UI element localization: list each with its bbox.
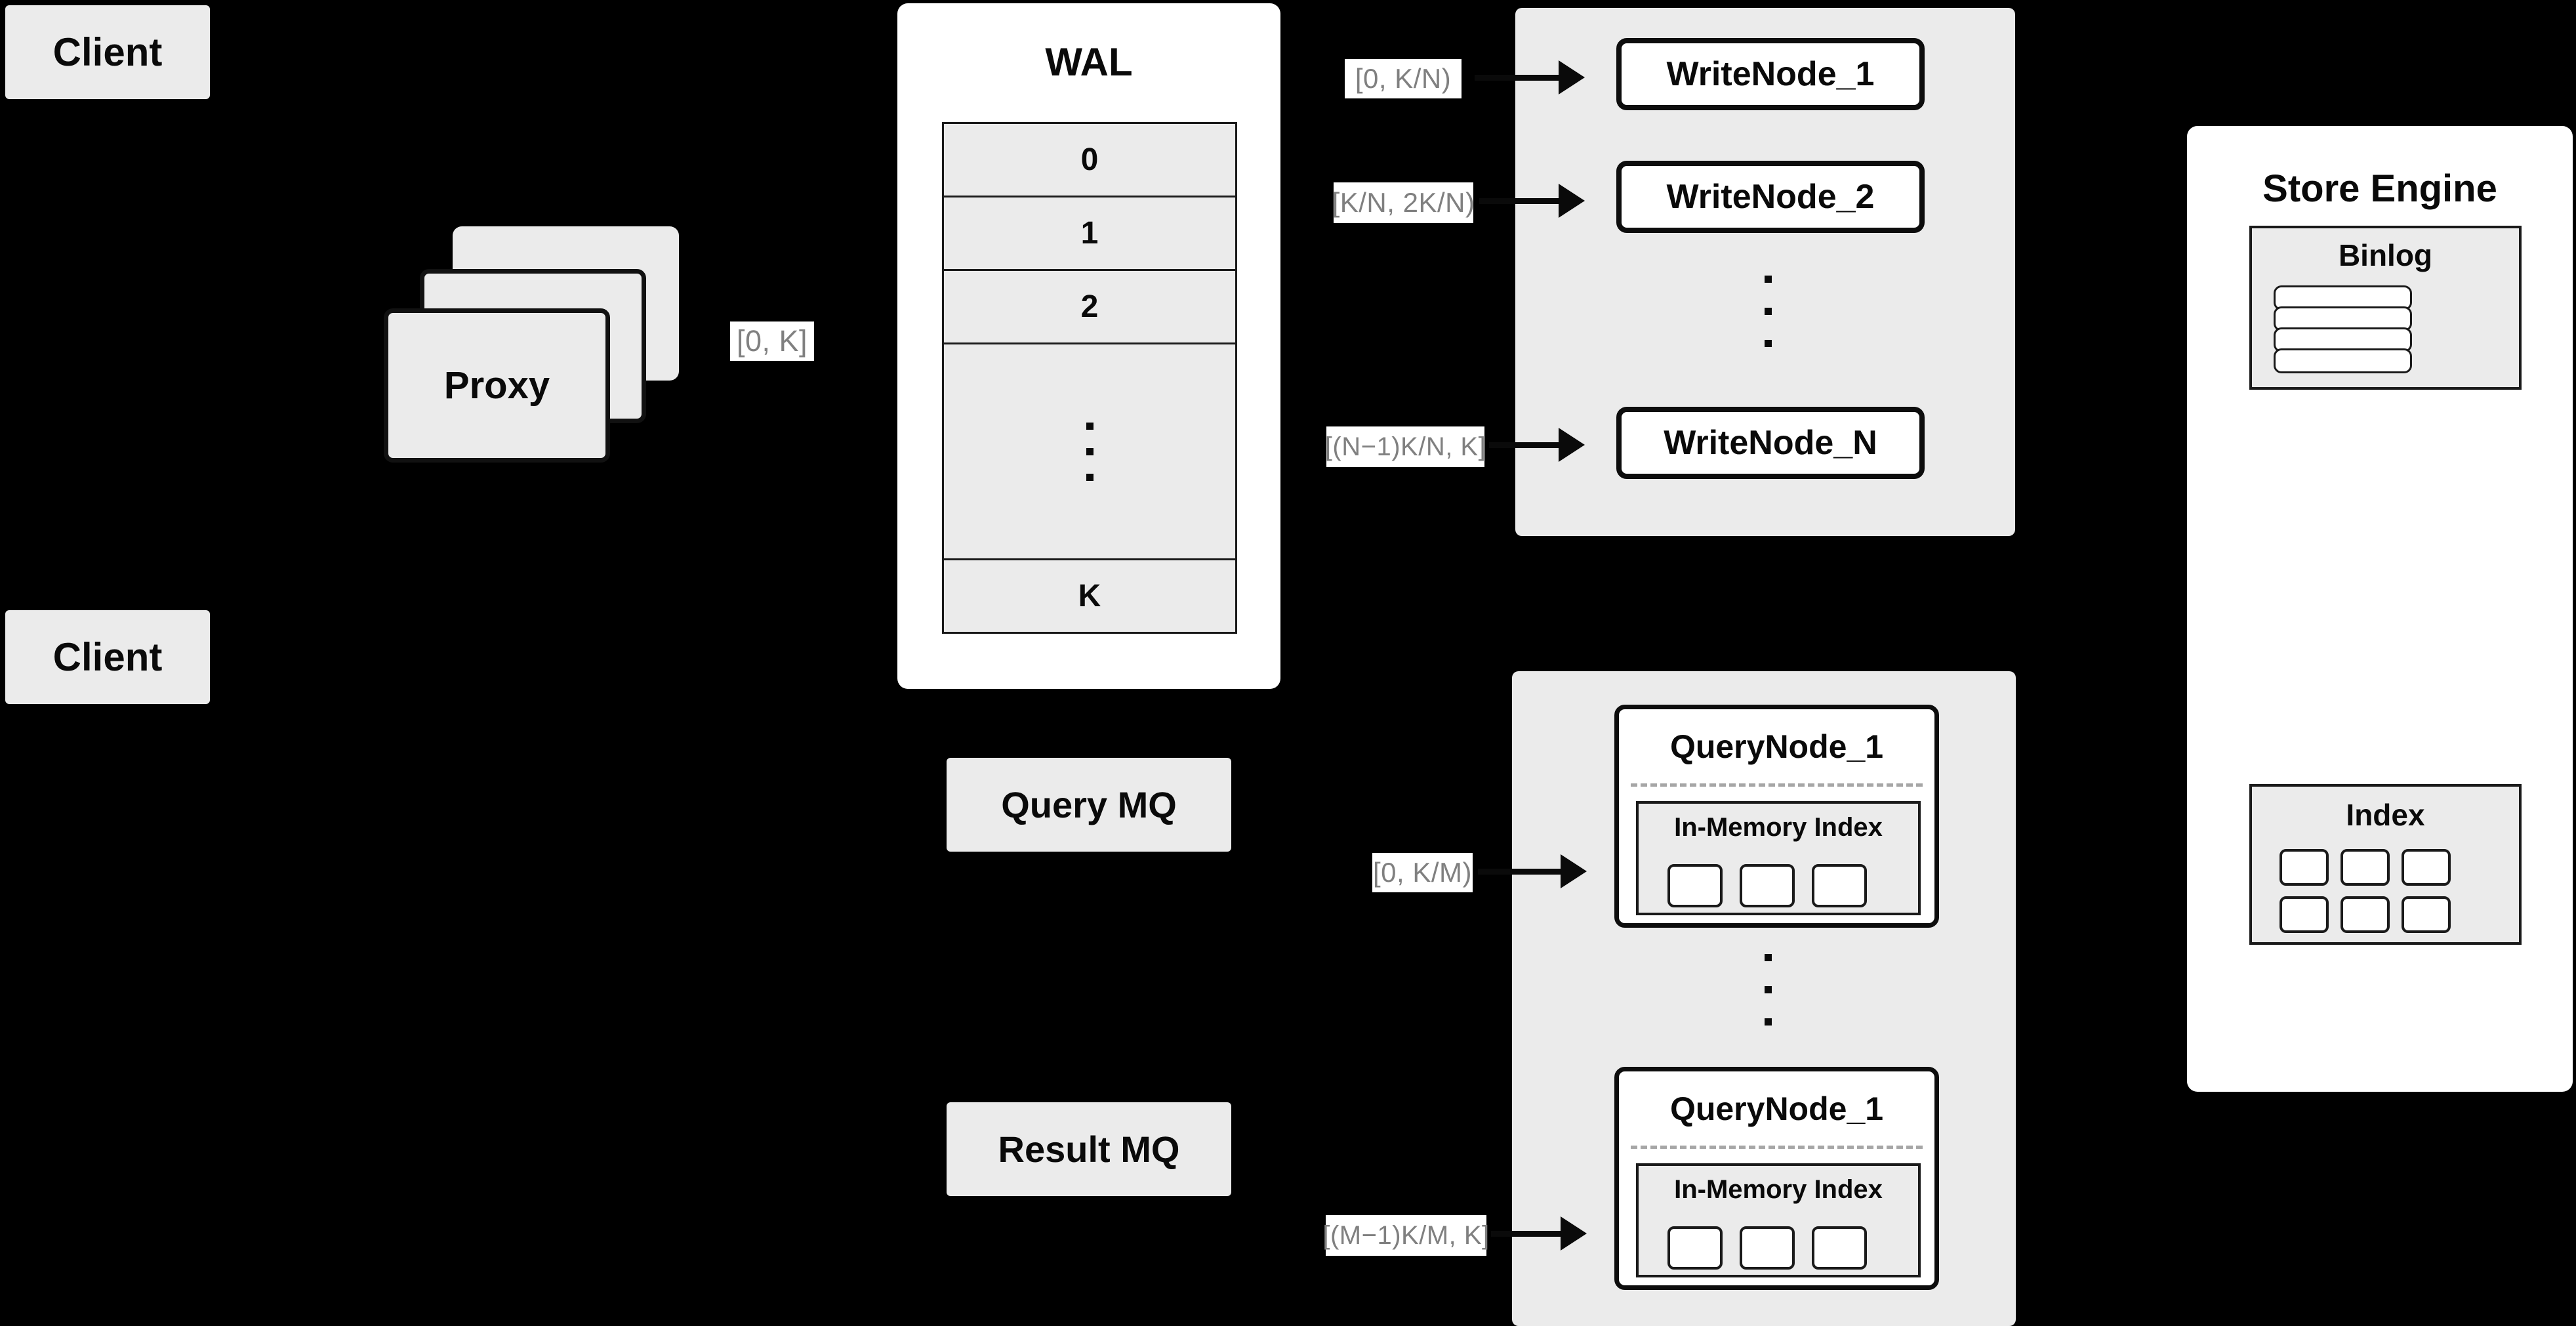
- query-node-ellipsis: [1765, 954, 1772, 1026]
- write-node-n-arrow-line: [1489, 442, 1561, 448]
- index-cell: [2402, 849, 2451, 886]
- index-cell: [2280, 896, 2329, 933]
- ellipsis-dot: [1086, 473, 1094, 481]
- write-node-2-arrow-head: [1559, 184, 1585, 218]
- query-node-1-arrow-head: [1561, 854, 1587, 888]
- query-node-m-arrow-head: [1561, 1216, 1587, 1251]
- binlog-title: Binlog: [2338, 238, 2433, 272]
- in-memory-index-title: In-Memory Index: [1674, 813, 1883, 842]
- ellipsis-dot: [1765, 954, 1772, 961]
- index-cell: [1740, 864, 1795, 907]
- result-mq-box[interactable]: Result MQ: [947, 1102, 1231, 1196]
- write-node-2[interactable]: WriteNode_2: [1616, 161, 1925, 233]
- write-node-1-arrow-head: [1559, 60, 1585, 94]
- index-cell: [2341, 849, 2390, 886]
- client-box-2[interactable]: Client: [5, 610, 210, 704]
- client-label-2: Client: [52, 635, 163, 679]
- query-mq-label: Query MQ: [1001, 784, 1177, 825]
- ellipsis-dot: [1086, 422, 1094, 430]
- index-cell: [1812, 864, 1867, 907]
- index-cell: [1740, 1226, 1795, 1270]
- wal-ellipsis-row: [944, 344, 1235, 560]
- binlog-panel: Binlog: [2249, 226, 2522, 390]
- proxy-card-front[interactable]: Proxy: [384, 308, 610, 463]
- write-node-n[interactable]: WriteNode_N: [1616, 407, 1925, 479]
- ellipsis-dot: [1086, 447, 1094, 455]
- query-node-1-arrow-line: [1478, 869, 1563, 875]
- wal-title: WAL: [1045, 40, 1133, 84]
- write-node-n-arrow-head: [1559, 428, 1585, 462]
- wal-row: 2: [944, 271, 1235, 345]
- index-cell: [2280, 849, 2329, 886]
- query-node-1-title: QueryNode_1: [1669, 728, 1884, 765]
- ellipsis-dot: [1765, 340, 1772, 347]
- binlog-row: [2274, 348, 2412, 373]
- wal-row-last: K: [1078, 578, 1101, 613]
- index-panel: Index: [2249, 784, 2522, 945]
- ellipsis-dot: [1765, 276, 1772, 283]
- index-cell: [2402, 896, 2451, 933]
- index-title: Index: [2346, 798, 2425, 832]
- client-label-1: Client: [52, 30, 163, 74]
- index-cell: [1667, 864, 1723, 907]
- query-node-m-divider: [1631, 1146, 1923, 1149]
- store-engine-title: Store Engine: [2262, 167, 2497, 210]
- query-node-1-memory-index: In-Memory Index: [1636, 801, 1921, 915]
- query-node-m[interactable]: QueryNode_1 In-Memory Index: [1614, 1067, 1939, 1290]
- proxy-label: Proxy: [443, 364, 550, 407]
- proxy-interval-label: [0, K]: [736, 324, 808, 358]
- wal-row: 1: [944, 197, 1235, 272]
- query-node-1-interval-tag: [0, K/M): [1372, 853, 1473, 892]
- query-node-1-divider: [1631, 783, 1923, 787]
- query-node-m-title: QueryNode_1: [1669, 1090, 1884, 1127]
- query-mq-box[interactable]: Query MQ: [947, 758, 1231, 852]
- wal-panel: WAL 0 1 2 K: [897, 3, 1280, 689]
- index-cell: [2341, 896, 2390, 933]
- ellipsis-dot: [1765, 986, 1772, 993]
- write-node-2-interval-tag: [K/N, 2K/N): [1332, 182, 1475, 223]
- ellipsis-dot: [1765, 1018, 1772, 1026]
- write-node-1-interval-tag: [0, K/N): [1345, 59, 1462, 98]
- result-mq-label: Result MQ: [998, 1129, 1180, 1170]
- query-node-m-arrow-line: [1491, 1231, 1563, 1237]
- wal-row: 0: [944, 124, 1235, 198]
- query-node-1[interactable]: QueryNode_1 In-Memory Index: [1614, 705, 1939, 928]
- store-engine-panel: Store Engine Binlog Index: [2187, 126, 2573, 1092]
- write-node-1-arrow-line: [1475, 75, 1561, 81]
- ellipsis-dot: [1765, 308, 1772, 315]
- index-cell: [1667, 1226, 1723, 1270]
- wal-table: 0 1 2 K: [942, 122, 1237, 634]
- write-node-n-interval-tag: [(N−1)K/N, K]: [1325, 426, 1486, 467]
- index-cell: [1812, 1226, 1867, 1270]
- write-node-ellipsis: [1765, 276, 1772, 347]
- query-node-m-memory-index: In-Memory Index: [1636, 1163, 1921, 1277]
- write-node-1[interactable]: WriteNode_1: [1616, 38, 1925, 110]
- proxy-interval-tag: [0, K]: [730, 321, 814, 361]
- query-node-m-interval-tag: [(M−1)K/M, K]: [1322, 1215, 1489, 1256]
- write-node-2-arrow-line: [1479, 198, 1561, 204]
- client-box-1[interactable]: Client: [5, 5, 210, 99]
- in-memory-index-title: In-Memory Index: [1674, 1175, 1883, 1204]
